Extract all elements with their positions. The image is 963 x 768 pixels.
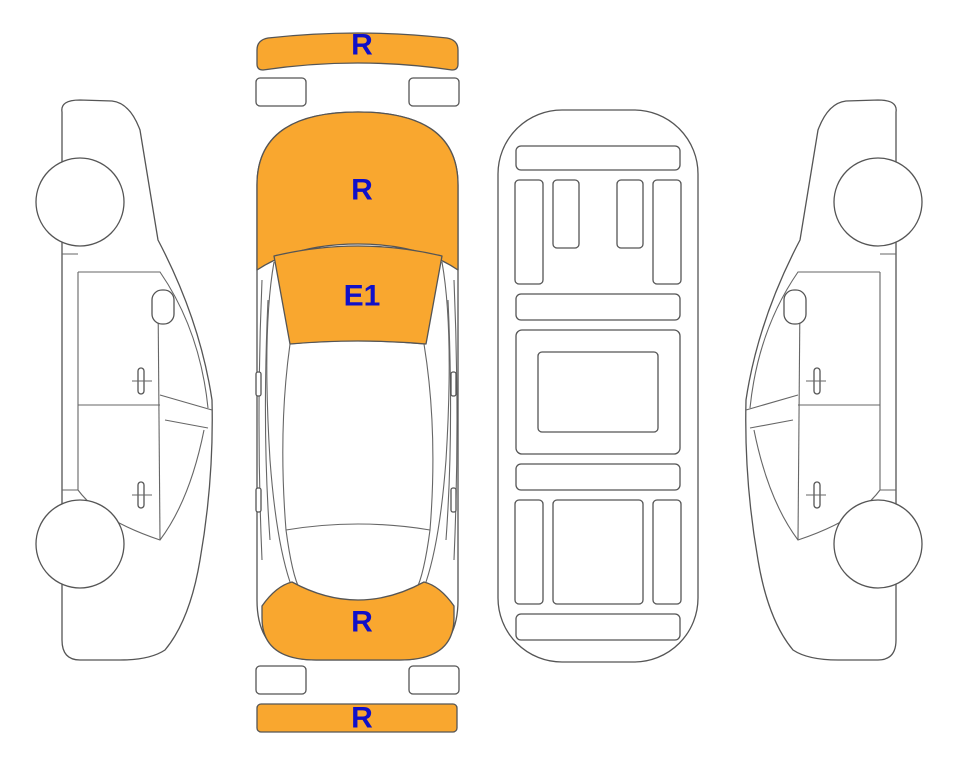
side-mirror-top-left <box>255 371 262 397</box>
wheel-front-left <box>35 157 125 247</box>
side-mirror-top-right <box>450 371 457 397</box>
rear-bumper-panel[interactable] <box>256 703 458 733</box>
windshield-panel[interactable] <box>273 245 443 345</box>
trunk-label: R <box>351 606 373 639</box>
wheel-front-right <box>833 157 923 247</box>
front-bumper-panel[interactable] <box>256 32 459 71</box>
wheel-rear-left <box>35 499 125 589</box>
underbody-view <box>497 109 699 663</box>
top-view: R R E1 R R <box>255 29 460 735</box>
right-side-view <box>745 99 923 661</box>
taillight-left <box>255 665 307 695</box>
left-side-view <box>35 99 213 661</box>
windshield-label: E1 <box>344 280 381 313</box>
headlight-left <box>255 77 307 107</box>
handle-top-right <box>450 487 457 513</box>
trunk-panel[interactable] <box>261 581 455 661</box>
wheel-rear-right <box>833 499 923 589</box>
side-mirror-left <box>151 289 175 325</box>
hood-label: R <box>351 174 373 207</box>
headlight-right <box>408 77 460 107</box>
front-bumper-label: R <box>351 29 373 62</box>
handle-top-left <box>255 487 262 513</box>
taillight-right <box>408 665 460 695</box>
hood-panel[interactable] <box>256 111 459 271</box>
rear-bumper-label: R <box>351 702 373 735</box>
side-mirror-right <box>783 289 807 325</box>
